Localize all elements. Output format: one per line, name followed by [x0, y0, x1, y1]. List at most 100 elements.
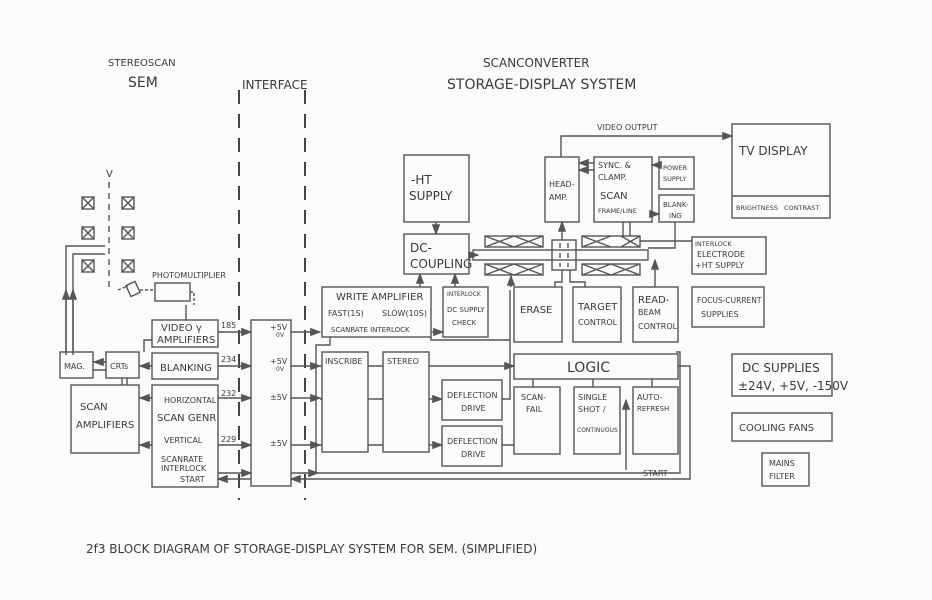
target-control-block: TARGET CONTROL: [572, 286, 622, 343]
svg-text:CONTROL: CONTROL: [578, 318, 618, 327]
svg-text:AMPLIFIERS: AMPLIFIERS: [76, 420, 134, 431]
deflection-to-tube: [502, 290, 514, 446]
svg-text:0V: 0V: [276, 366, 285, 373]
svg-text:TV DISPLAY: TV DISPLAY: [738, 144, 808, 158]
svg-text:MAG.: MAG.: [64, 362, 85, 371]
svg-text:WRITE AMPLIFIER: WRITE AMPLIFIER: [336, 292, 423, 303]
focus-current-block: FOCUS-CURRENT SUPPLIES: [691, 286, 765, 328]
blanking-to-tube: [648, 222, 676, 249]
erase-block: ERASE: [513, 286, 563, 343]
svg-text:HORIZONTAL: HORIZONTAL: [164, 396, 217, 405]
svg-text:+5V: +5V: [270, 357, 288, 366]
svg-text:COUPLING: COUPLING: [410, 257, 472, 271]
crts-block: CRTs: [105, 351, 140, 379]
head-amp-block: HEAD- AMP.: [544, 156, 580, 223]
svg-text:DRIVE: DRIVE: [461, 404, 486, 413]
svg-text:ING: ING: [669, 212, 682, 220]
cooling-fans-block: COOLING FANS: [731, 412, 833, 442]
photomultiplier-tube: [154, 282, 191, 302]
svg-text:DEFLECTION: DEFLECTION: [447, 437, 497, 446]
svg-text:TARGET: TARGET: [577, 302, 618, 313]
svg-text:FILTER: FILTER: [769, 472, 795, 481]
svg-text:0V: 0V: [276, 332, 285, 339]
svg-text:DRIVE: DRIVE: [461, 450, 486, 459]
auto-refresh-block: AUTO- REFRESH: [632, 386, 679, 455]
figure-caption: 2f3 BLOCK DIAGRAM OF STORAGE-DISPLAY SYS…: [86, 542, 537, 556]
svg-text:AUTO-: AUTO-: [637, 393, 663, 402]
scan-coil-wires: [65, 245, 105, 355]
inscribe-stereo-links: [320, 365, 383, 446]
svg-text:DC SUPPLY: DC SUPPLY: [447, 306, 485, 314]
photomultiplier-link: [117, 285, 195, 305]
read-beam-control-block: READ- BEAM CONTROL: [632, 286, 679, 343]
svg-text:SLOW(10S): SLOW(10S): [382, 309, 427, 318]
svg-text:STEREO: STEREO: [387, 357, 419, 366]
svg-text:POWER: POWER: [663, 164, 688, 172]
inscribe-block: INSCRIBE: [321, 351, 369, 453]
heading-sem-line2: SEM: [128, 75, 158, 91]
start-label: START: [643, 469, 668, 478]
svg-text:BLANK-: BLANK-: [663, 201, 689, 209]
sync-to-tube-wires: [622, 222, 631, 236]
svg-text:INTERLOCK: INTERLOCK: [447, 291, 482, 298]
column-voltage-label: V: [106, 169, 113, 180]
photomultiplier-label: PHOTOMULTIPLIER: [152, 271, 226, 280]
storage-tube: [472, 235, 649, 276]
logic-loop-line: [678, 365, 691, 480]
svg-text:SCANRATE: SCANRATE: [161, 455, 203, 464]
svg-text:±5V: ±5V: [270, 439, 288, 448]
svg-text:AMPLIFIERS: AMPLIFIERS: [157, 335, 215, 346]
single-shot-block: SINGLE SHOT / CONTINUOUS: [573, 386, 621, 455]
svg-text:BRIGHTNESS: BRIGHTNESS: [736, 204, 778, 212]
svg-text:SUPPLY: SUPPLY: [663, 175, 686, 183]
svg-text:SHOT /: SHOT /: [578, 405, 606, 414]
power-supply-block: POWER SUPPLY: [658, 156, 695, 190]
deflection-drive-2-block: DEFLECTION DRIVE: [441, 425, 503, 467]
wire-number-185: 185: [221, 321, 236, 330]
svg-text:INSCRIBE: INSCRIBE: [325, 357, 362, 366]
svg-text:REFRESH: REFRESH: [637, 405, 669, 413]
sem-to-interface-lines: [216, 327, 253, 484]
lens-coil-icons: [81, 196, 135, 273]
scintillator: [125, 280, 141, 298]
wire-number-232: 232: [221, 389, 236, 398]
svg-text:FAIL: FAIL: [526, 405, 543, 414]
svg-text:DC SUPPLIES: DC SUPPLIES: [742, 361, 820, 375]
wire-number-234: 234: [221, 355, 236, 364]
tv-display-block: TV DISPLAY BRIGHTNESS CONTRAST: [731, 123, 831, 219]
svg-text:CRTs: CRTs: [110, 362, 128, 371]
dc-supply-check-block: INTERLOCK DC SUPPLY CHECK: [442, 286, 489, 338]
svg-text:±24V, +5V, -150V: ±24V, +5V, -150V: [738, 379, 849, 393]
heading-interface: INTERFACE: [242, 78, 308, 92]
logic-block: LOGIC: [513, 353, 679, 380]
svg-text:AMP.: AMP.: [549, 193, 568, 202]
svg-text:LOGIC: LOGIC: [567, 360, 610, 376]
svg-text:SCAN: SCAN: [80, 402, 108, 413]
svg-text:ERASE: ERASE: [520, 305, 552, 316]
svg-text:FRAME/LINE: FRAME/LINE: [598, 207, 637, 215]
dc-supplies-block: DC SUPPLIES ±24V, +5V, -150V: [731, 353, 849, 397]
svg-text:MAINS: MAINS: [769, 459, 795, 468]
svg-text:-HT: -HT: [411, 173, 432, 187]
interlock-electrode-block: INTERLOCK ELECTRODE +HT SUPPLY: [691, 236, 767, 275]
svg-text:CONTROL: CONTROL: [638, 322, 678, 331]
svg-text:VERTICAL: VERTICAL: [164, 436, 203, 445]
write-amp-to-inscribe: [315, 337, 681, 474]
sync-clamp-block: SYNC. & CLAMP. SCAN FRAME/LINE: [593, 156, 653, 223]
svg-text:BLANKING: BLANKING: [160, 363, 212, 374]
svg-text:CLAMP.: CLAMP.: [598, 173, 627, 182]
dc-coupling-block: DC- COUPLING: [403, 233, 472, 275]
svg-text:SYNC. &: SYNC. &: [598, 161, 631, 170]
svg-text:SCAN: SCAN: [600, 191, 628, 202]
svg-text:FOCUS-CURRENT: FOCUS-CURRENT: [697, 296, 762, 305]
svg-text:SCAN GENR: SCAN GENR: [157, 413, 216, 424]
mag-block: MAG.: [59, 351, 94, 379]
heading-sem-line1: STEREOSCAN: [108, 58, 176, 69]
video-amplifiers-block: VIDEO γ AMPLIFIERS: [151, 319, 219, 348]
svg-text:CHECK: CHECK: [452, 319, 476, 327]
svg-text:ELECTRODE: ELECTRODE: [697, 250, 745, 259]
svg-text:COOLING FANS: COOLING FANS: [739, 423, 814, 434]
svg-text:CONTINUOUS: CONTINUOUS: [577, 427, 618, 434]
ht-supply-block: -HT SUPPLY: [403, 154, 470, 223]
